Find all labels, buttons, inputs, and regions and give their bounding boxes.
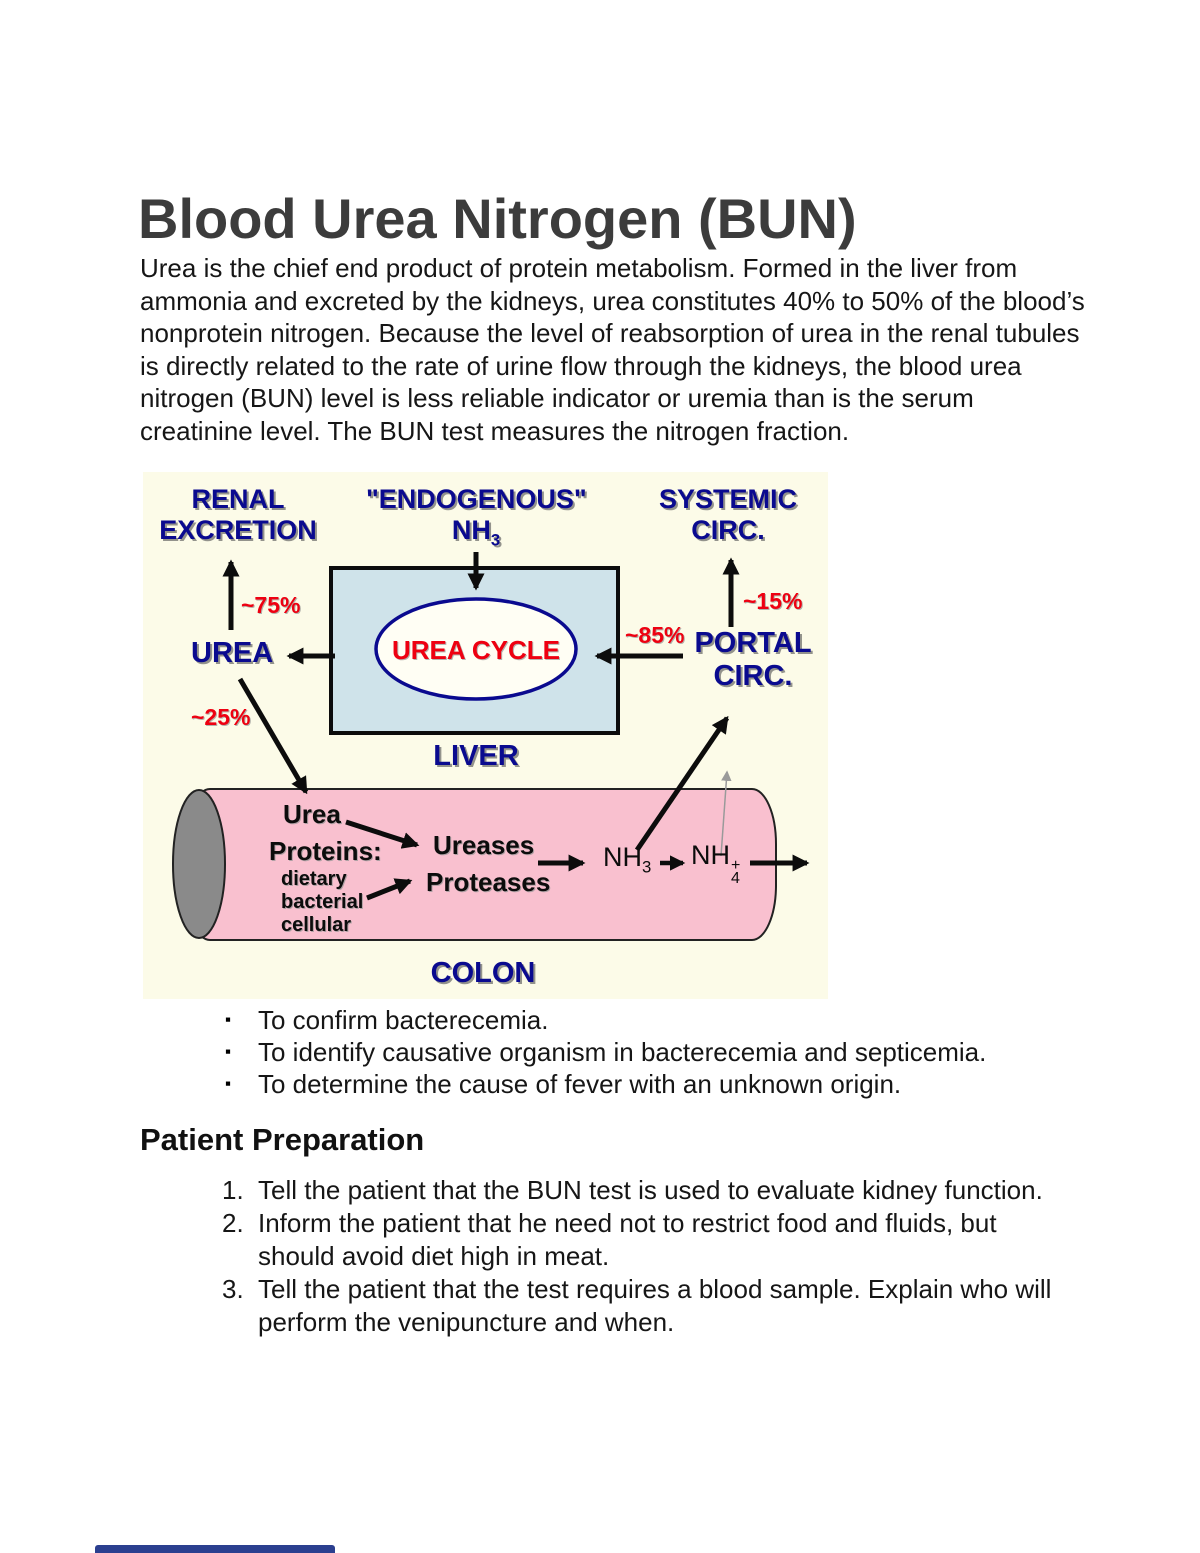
- label-urea-cycle: UREA CYCLE: [391, 635, 561, 665]
- label-nh4: NH+4: [691, 840, 741, 887]
- list-item: 2. Inform the patient that he need not t…: [222, 1208, 997, 1271]
- purpose-bullet-list: ▪ To confirm bacterecemia. ▪ To identify…: [225, 1004, 1040, 1100]
- label-bacterial: bacterial: [281, 891, 364, 913]
- arrow-nh3-to-portal: [634, 715, 730, 852]
- label-liver: LIVER: [433, 740, 519, 772]
- label-urea: UREA: [191, 637, 274, 669]
- label-systemic-circ: SYSTEMIC CIRC.: [658, 484, 798, 545]
- bullet-icon: ▪: [225, 1010, 232, 1029]
- clipped-bottom-bar: [95, 1545, 335, 1553]
- bullet-icon: ▪: [225, 1074, 232, 1093]
- label-renal-excretion: RENAL EXCRETION: [159, 484, 317, 545]
- label-pct-75: ~75%: [241, 592, 301, 618]
- arrow-urea-to-colon: [237, 677, 309, 795]
- label-dietary: dietary: [281, 868, 347, 890]
- list-item: 3. Tell the patient that the test requir…: [222, 1274, 1052, 1337]
- label-nh3: NH3: [603, 842, 652, 877]
- diagram-shapes: [172, 552, 810, 941]
- bullet-icon: ▪: [225, 1042, 232, 1061]
- patient-preparation-steps: 1. Tell the patient that the BUN test is…: [222, 1174, 1082, 1339]
- label-pct-15: ~15%: [743, 588, 803, 614]
- label-cellular: cellular: [281, 914, 352, 936]
- list-item: ▪ To identify causative organism in bact…: [225, 1037, 987, 1067]
- page-title: Blood Urea Nitrogen (BUN): [138, 186, 857, 250]
- intro-paragraph: Urea is the chief end product of protein…: [140, 253, 1085, 446]
- arrow-nh4-up-gray: [720, 770, 732, 857]
- label-pct-85: ~85%: [625, 622, 685, 648]
- arrow-urea-to-ureases: [345, 819, 420, 849]
- urea-metabolism-diagram: RENAL EXCRETION "ENDOGENOUS" NH3 SYSTEMI…: [143, 472, 828, 999]
- label-endogenous-nh3: "ENDOGENOUS" NH3: [366, 484, 587, 550]
- label-colon-urea: Urea: [283, 799, 341, 829]
- arrow-proteins-to-proteases: [366, 878, 413, 901]
- list-item: ▪ To determine the cause of fever with a…: [225, 1069, 902, 1099]
- list-item: ▪ To confirm bacterecemia.: [225, 1005, 549, 1035]
- label-proteases: Proteases: [426, 867, 551, 897]
- label-proteins: Proteins:: [269, 836, 382, 866]
- list-item: 1. Tell the patient that the BUN test is…: [222, 1175, 1043, 1205]
- section-heading-patient-preparation: Patient Preparation: [140, 1122, 425, 1157]
- label-pct-25: ~25%: [191, 704, 251, 730]
- urea-cycle-ellipse: [374, 597, 578, 701]
- label-colon: COLON: [430, 957, 536, 989]
- label-ureases: Ureases: [433, 830, 535, 860]
- label-portal-circ: PORTAL CIRC.: [694, 627, 812, 692]
- colon-cap: [172, 789, 226, 939]
